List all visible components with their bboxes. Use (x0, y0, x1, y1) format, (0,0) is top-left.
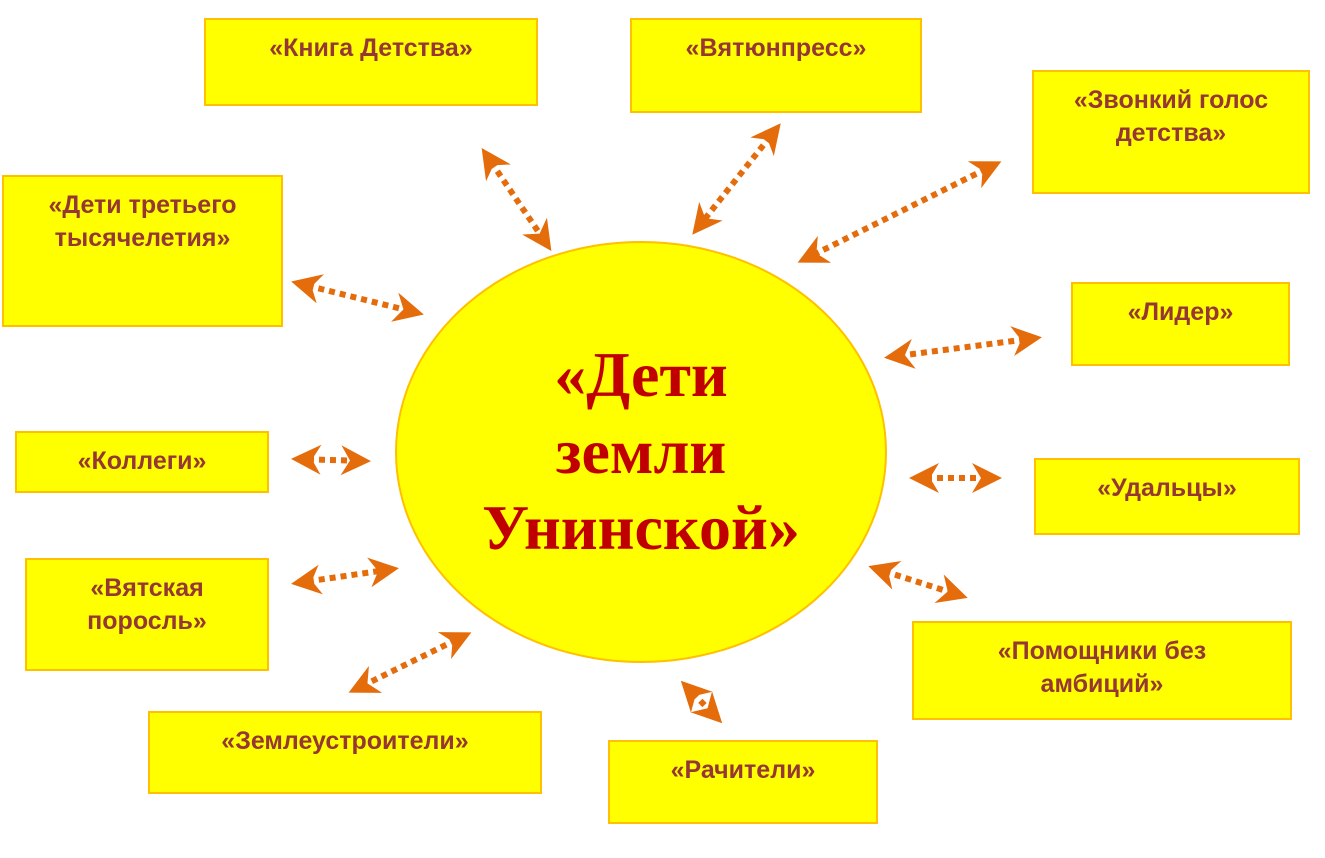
node-vyatskaya-porosl: «Вятская поросль» (25, 558, 269, 671)
center-title-line: Унинской» (482, 492, 800, 564)
node-udaltsy: «Удальцы» (1034, 458, 1300, 535)
double-arrow-zemleustroiteli (348, 632, 472, 693)
double-arrow-lider (884, 326, 1042, 369)
double-arrow-kollegi (291, 444, 371, 476)
node-rachiteli: «Рачители» (608, 740, 878, 824)
node-zvonkiy-golos: «Звонкий голос детства» (1032, 70, 1310, 194)
double-arrow-vyatunpress (692, 123, 781, 235)
node-lider: «Лидер» (1071, 282, 1290, 366)
node-zemleustroiteli: «Землеустроители» (148, 711, 542, 794)
node-kniga-detstva: «Книга Детства» (204, 18, 538, 106)
double-arrow-vyatskaya-porosl (291, 557, 399, 595)
double-arrow-pomoshchniki (868, 560, 968, 604)
double-arrow-deti-tretyego (291, 274, 424, 322)
center-title-line: «Дети (554, 338, 728, 410)
node-pomoshchniki: «Помощники без амбиций» (912, 621, 1292, 720)
node-kollegi: «Коллеги» (15, 431, 269, 493)
double-arrow-zvonkiy-golos (797, 161, 1002, 263)
node-deti-tretyego: «Дети третьего тысячелетия» (2, 175, 283, 327)
node-vyatunpress: «Вятюнпресс» (630, 18, 922, 113)
center-ellipse: «Дети земли Унинской» (395, 241, 887, 663)
double-arrow-rachiteli (680, 680, 723, 724)
double-arrow-kniga-detstva (481, 148, 552, 251)
center-title-line: земли (555, 415, 727, 487)
